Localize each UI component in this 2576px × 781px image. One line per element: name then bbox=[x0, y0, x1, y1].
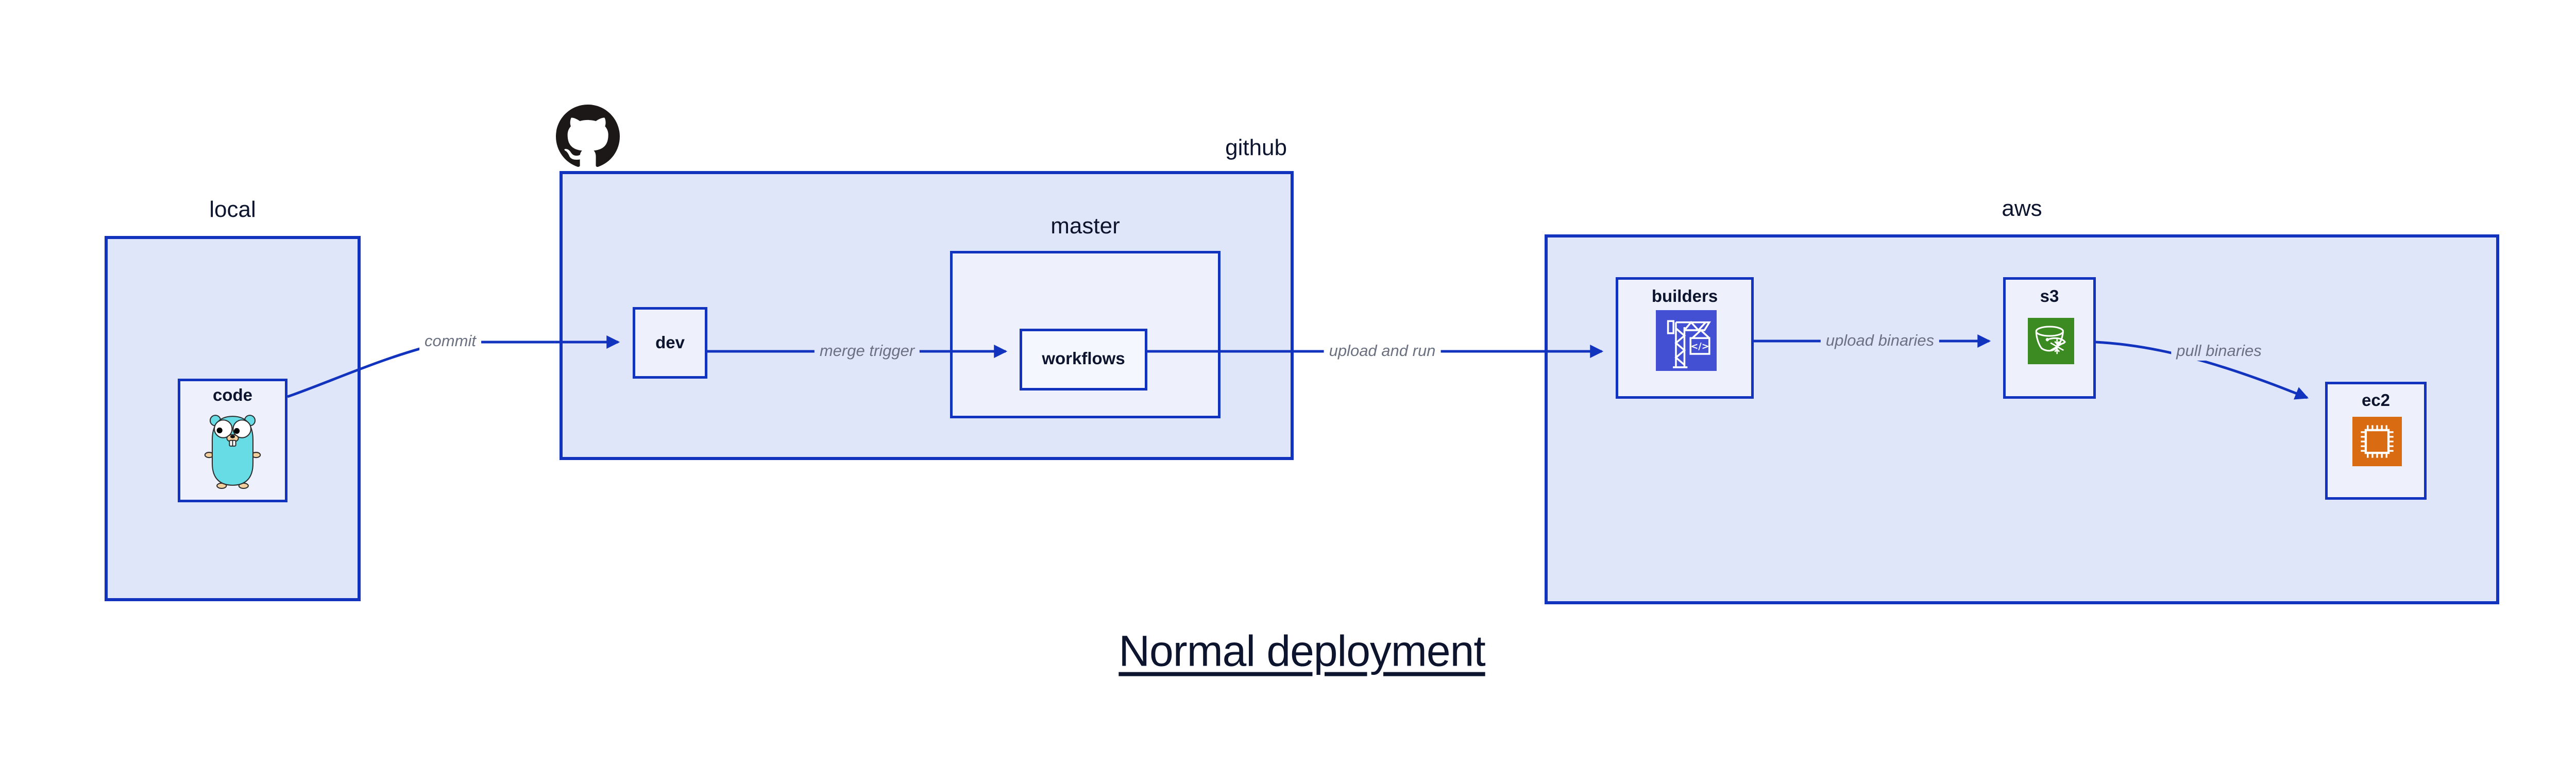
builders-label: builders bbox=[1651, 286, 1718, 305]
go-gopher-icon bbox=[204, 415, 261, 489]
builders-node bbox=[1616, 277, 1754, 399]
diagram-title: Normal deployment bbox=[1118, 626, 1485, 675]
dev-label: dev bbox=[655, 333, 685, 352]
aws-codebuild-crane-icon: </> bbox=[1656, 310, 1717, 371]
codebuild-code-glyph: </> bbox=[1690, 342, 1709, 352]
github-label: github bbox=[1225, 135, 1287, 160]
code-label: code bbox=[212, 385, 253, 404]
edge-label-upload-and-run: upload and run bbox=[1324, 341, 1441, 361]
ec2-label: ec2 bbox=[2361, 390, 2391, 410]
master-label: master bbox=[1050, 213, 1120, 239]
workflows-node bbox=[1020, 329, 1147, 390]
local-label: local bbox=[209, 197, 256, 222]
aws-label: aws bbox=[2002, 196, 2042, 221]
dev-node bbox=[633, 307, 707, 379]
edge-label-upload-binaries: upload binaries bbox=[1820, 330, 1940, 351]
s3-label: s3 bbox=[2040, 286, 2059, 305]
ec2-chip-icon bbox=[2352, 417, 2402, 466]
workflows-label: workflows bbox=[1042, 349, 1125, 368]
edge-label-pull-binaries: pull binaries bbox=[2171, 341, 2267, 361]
edge-label-merge-trigger: merge trigger bbox=[814, 341, 920, 361]
s3-glacier-bucket-icon bbox=[2028, 318, 2074, 364]
github-octocat-icon bbox=[556, 105, 620, 167]
edge-label-commit: commit bbox=[419, 331, 481, 351]
